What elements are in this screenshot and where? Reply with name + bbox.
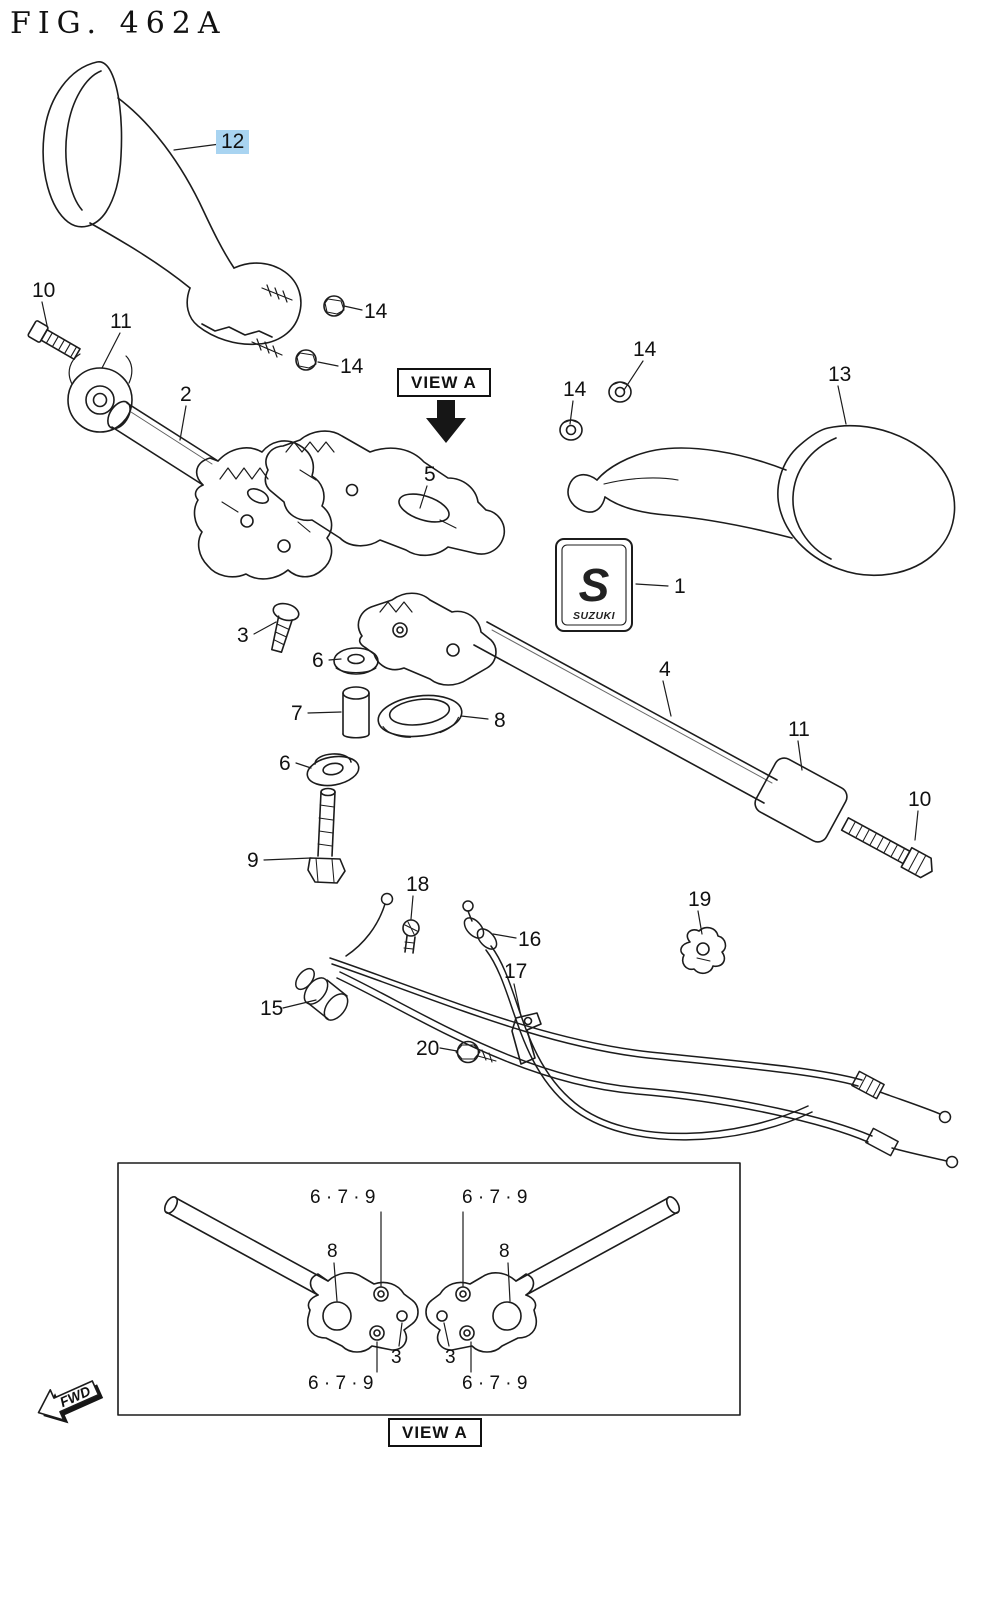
washer-6-upper — [333, 647, 379, 675]
part-callout-6-lower[interactable]: 6 — [279, 752, 291, 775]
mirror-right — [567, 424, 956, 577]
part-callout-18[interactable]: 18 — [406, 873, 430, 896]
leader-lines — [41, 143, 919, 1373]
inset-label-8-left[interactable]: 8 — [327, 1241, 338, 1262]
mirror-left — [42, 61, 302, 358]
part-callout-14-b[interactable]: 14 — [340, 355, 364, 378]
part-callout-2[interactable]: 2 — [180, 383, 192, 406]
part-callout-15[interactable]: 15 — [260, 997, 284, 1020]
suzuki-emblem: S SUZUKI — [555, 538, 633, 632]
inset-label-3-left[interactable]: 3 — [391, 1347, 402, 1368]
part-callout-10-right[interactable]: 10 — [908, 788, 932, 811]
fwd-arrow: FWD — [37, 1380, 104, 1424]
nut-14-right — [608, 381, 632, 403]
part-callout-14-a[interactable]: 14 — [364, 300, 388, 323]
bolt-14-lower — [295, 349, 317, 371]
collar-7 — [342, 686, 370, 739]
part-callout-1[interactable]: 1 — [674, 575, 686, 598]
cap-6-lower — [306, 753, 360, 787]
part-callout-6-upper[interactable]: 6 — [312, 649, 324, 672]
part-callout-11-left[interactable]: 11 — [110, 310, 132, 333]
part-callout-13[interactable]: 13 — [828, 363, 852, 386]
part-callout-14-c[interactable]: 14 — [563, 378, 587, 401]
inset-label-679-top-left[interactable]: 6 · 7 · 9 — [310, 1187, 376, 1208]
bolt-20 — [455, 1040, 497, 1064]
part-callout-20[interactable]: 20 — [416, 1037, 440, 1060]
inset-label-679-bottom-right[interactable]: 6 · 7 · 9 — [462, 1373, 528, 1394]
handlebar-left — [107, 400, 333, 580]
bolt-14-upper — [323, 295, 345, 317]
inset-label-3-right[interactable]: 3 — [445, 1347, 456, 1368]
cable-harness — [295, 892, 959, 1169]
part-callout-12-selected[interactable]: 12 — [216, 130, 250, 154]
view-a-label-bottom: VIEW A — [388, 1418, 482, 1447]
part-callout-16[interactable]: 16 — [518, 928, 542, 951]
inset-label-679-top-right[interactable]: 6 · 7 · 9 — [462, 1187, 528, 1208]
part-callout-19[interactable]: 19 — [688, 888, 712, 911]
part-callout-14-d[interactable]: 14 — [633, 338, 657, 361]
part-callout-17[interactable]: 17 — [504, 960, 528, 983]
figure-title: FIG. 462A — [10, 6, 227, 41]
bracket-5 — [264, 430, 506, 557]
emblem-logo: S — [579, 559, 610, 611]
part-callout-8[interactable]: 8 — [494, 709, 506, 732]
spacer-11-left — [67, 353, 133, 433]
emblem-brand: SUZUKI — [573, 610, 616, 622]
part-callout-3[interactable]: 3 — [237, 624, 249, 647]
part-callout-10-left[interactable]: 10 — [32, 279, 56, 302]
view-a-inset — [117, 1162, 741, 1416]
part-callout-5[interactable]: 5 — [424, 463, 436, 486]
view-a-label-top: VIEW A — [397, 368, 491, 397]
screw-3 — [270, 602, 300, 653]
bolt-10-right — [840, 817, 933, 879]
view-a-arrow-icon — [426, 400, 466, 443]
grip-11-right — [754, 757, 848, 843]
bolt-10-left — [27, 320, 81, 360]
inset-label-679-bottom-left[interactable]: 6 · 7 · 9 — [308, 1373, 374, 1394]
part-callout-9[interactable]: 9 — [247, 849, 259, 872]
bolt-9 — [307, 787, 346, 884]
part-callout-4[interactable]: 4 — [659, 658, 671, 681]
clamp-19 — [680, 926, 727, 975]
handlebar-right — [357, 592, 778, 804]
nut-14-left — [559, 419, 583, 441]
inset-label-8-right[interactable]: 8 — [499, 1241, 510, 1262]
part-callout-7[interactable]: 7 — [291, 702, 303, 725]
part-callout-11-right[interactable]: 11 — [788, 718, 810, 741]
screw-18 — [402, 919, 420, 954]
bracket-17 — [511, 1012, 542, 1065]
ring-8 — [377, 694, 463, 738]
